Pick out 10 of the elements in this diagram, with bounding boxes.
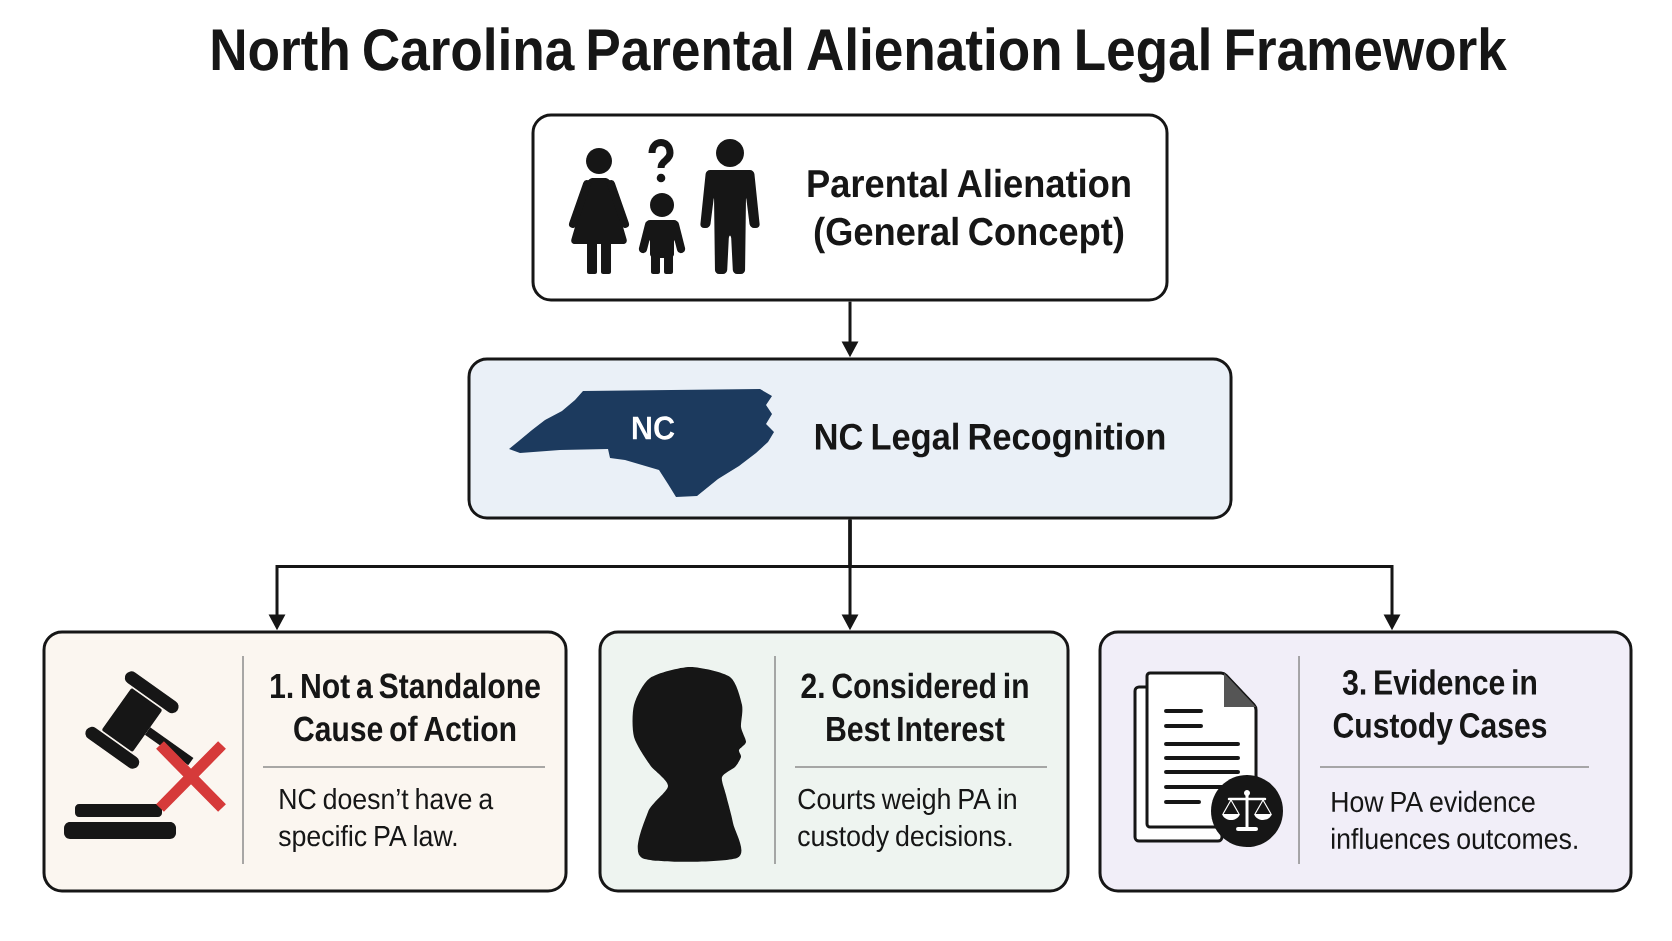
heading: 3. Evidence in Custody Cases [1333,669,1547,745]
heading: 1. Not a Standalone Cause of Action [271,672,540,742]
description: How PA evidence influences outcomes. [1332,790,1577,850]
description: NC doesn’t have a specific PA law. [278,788,494,852]
heading: NC Legal Recognition [815,422,1165,458]
map-label: NC [632,416,675,440]
description: Courts weigh PA in custody decisions. [798,788,1016,852]
heading: 2. Considered in Best Interest [801,672,1028,742]
heading: Parental Alienation (General Concept) [808,168,1130,254]
title: North Carolina Parental Alienation Legal Framework [212,27,1507,83]
